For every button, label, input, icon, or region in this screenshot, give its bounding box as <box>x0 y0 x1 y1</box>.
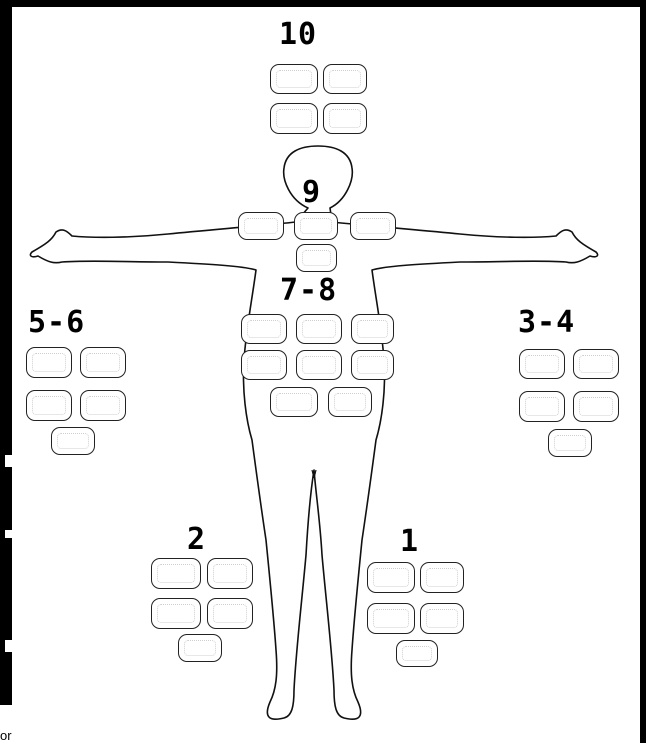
electrode-pad-zone-9 <box>296 244 337 272</box>
electrode-pad-zone-7-8 <box>296 314 342 344</box>
electrode-pad-zone-9 <box>350 212 396 240</box>
electrode-pad-zone-2 <box>207 598 253 629</box>
electrode-pad-zone-7-8 <box>328 387 372 417</box>
electrode-pad-zone-3-4 <box>548 429 592 457</box>
electrode-pad-zone-1 <box>420 603 464 634</box>
electrode-pad-zone-9 <box>238 212 284 240</box>
electrode-pad-zone-7-8 <box>296 350 342 380</box>
electrode-pad-zone-7-8 <box>270 387 318 417</box>
electrode-pad-zone-5-6 <box>51 427 95 455</box>
zone-label-1: 1 <box>400 527 419 557</box>
electrode-pad-zone-3-4 <box>573 349 619 379</box>
electrode-pad-zone-1 <box>367 603 415 634</box>
electrode-pad-zone-5-6 <box>26 390 72 421</box>
electrode-pad-zone-5-6 <box>26 347 72 378</box>
zone-label-5-6: 5-6 <box>28 308 85 338</box>
electrode-pad-zone-3-4 <box>519 349 565 379</box>
zone-label-7-8: 7-8 <box>280 276 337 306</box>
electrode-pad-zone-2 <box>151 558 201 589</box>
zone-label-10: 10 <box>279 20 317 50</box>
electrode-pad-zone-1 <box>367 562 415 593</box>
electrode-pad-zone-7-8 <box>351 350 394 380</box>
electrode-pad-zone-10 <box>323 64 367 94</box>
electrode-pad-zone-2 <box>207 558 253 589</box>
electrode-pad-zone-10 <box>270 64 318 94</box>
electrode-pad-zone-7-8 <box>241 314 287 344</box>
electrode-pad-zone-5-6 <box>80 347 126 378</box>
electrode-pad-zone-1 <box>396 640 438 667</box>
electrode-pad-zone-3-4 <box>573 391 619 422</box>
zone-label-9: 9 <box>302 178 321 208</box>
electrode-pad-zone-7-8 <box>241 350 287 380</box>
electrode-pad-zone-5-6 <box>80 390 126 421</box>
zone-label-2: 2 <box>187 525 206 555</box>
electrode-pad-zone-10 <box>323 103 367 134</box>
electrode-pad-zone-1 <box>420 562 464 593</box>
electrode-pad-zone-2 <box>178 634 222 662</box>
electrode-pad-zone-9 <box>294 212 338 240</box>
electrode-pad-zone-10 <box>270 103 318 134</box>
electrode-pad-zone-3-4 <box>519 391 565 422</box>
electrode-pad-zone-7-8 <box>351 314 394 344</box>
zone-label-3-4: 3-4 <box>518 308 575 338</box>
caption-fragment: or <box>0 728 12 743</box>
electrode-pad-zone-2 <box>151 598 201 629</box>
